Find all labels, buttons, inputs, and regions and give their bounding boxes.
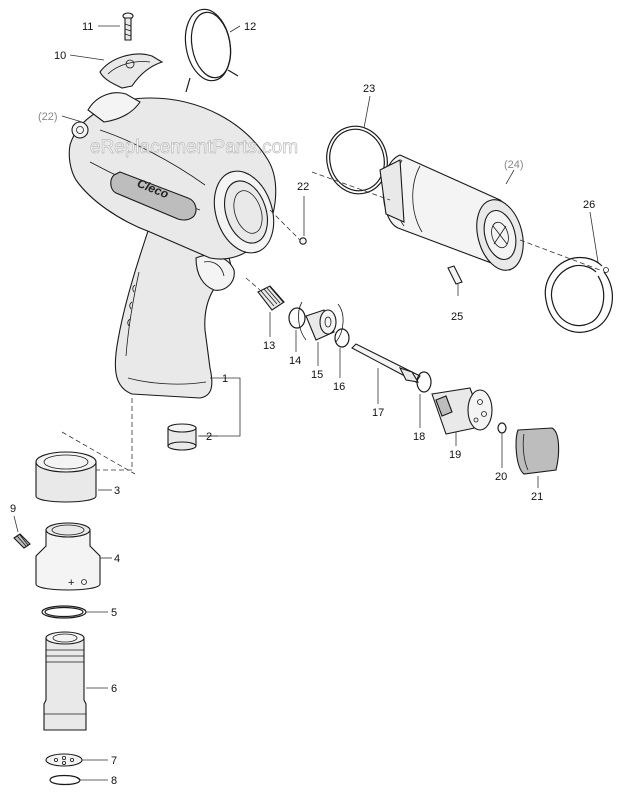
assembly-axis-lines — [61, 171, 601, 475]
part-15-valve — [298, 301, 344, 343]
callout-22-ref: (22) — [38, 111, 58, 123]
part-5-o-ring — [41, 605, 87, 619]
part-11-screw — [122, 12, 134, 41]
callout-4: 4 — [114, 553, 120, 565]
part-6-spindle — [43, 631, 87, 731]
part-13-spring — [257, 285, 285, 311]
part-26-snap-ring — [544, 256, 613, 333]
part-10-clip — [99, 53, 164, 89]
callout-11: 11 — [82, 21, 93, 33]
part-16-o-ring — [334, 328, 350, 348]
svg-text:+: + — [68, 577, 74, 589]
part-18-o-ring — [416, 371, 432, 393]
part-24-motor-cylinder — [379, 154, 524, 271]
callout-19: 19 — [449, 449, 461, 461]
callout-5: 5 — [111, 607, 117, 619]
part-7-retainer — [45, 753, 83, 767]
callout-25: 25 — [451, 311, 463, 323]
part-17-valve-stem — [351, 343, 421, 383]
leader-lines — [13, 25, 599, 781]
callout-1: 1 — [222, 373, 228, 385]
callout-labels: 11 10 12 (22) 22 23 (24) 26 25 13 14 15 … — [10, 21, 595, 787]
callout-9: 9 — [10, 503, 16, 515]
callout-3: 3 — [114, 485, 120, 497]
callout-7: 7 — [111, 755, 117, 767]
callout-13: 13 — [263, 340, 275, 352]
part-12-wire-spring — [184, 8, 239, 93]
callout-17: 17 — [372, 407, 384, 419]
callout-6: 6 — [111, 683, 117, 695]
part-20-small-seal — [497, 422, 507, 434]
callout-21: 21 — [531, 491, 543, 503]
part-8-snap-ring — [49, 774, 81, 786]
callout-14: 14 — [289, 355, 301, 367]
tool-housing: Cleco — [68, 92, 277, 399]
callout-12: 12 — [244, 21, 256, 33]
callout-24-ref: (24) — [504, 159, 524, 171]
callout-23: 23 — [363, 83, 375, 95]
callout-15: 15 — [311, 369, 323, 381]
callout-26: 26 — [583, 199, 595, 211]
callout-8: 8 — [111, 775, 117, 787]
callout-2: 2 — [206, 431, 212, 443]
part-14-o-ring — [288, 307, 306, 329]
callout-10: 10 — [54, 50, 66, 62]
callout-18: 18 — [413, 431, 425, 443]
part-25-pin — [447, 265, 463, 285]
part-23-o-ring — [326, 125, 388, 195]
part-4-adapter: + — [35, 522, 101, 591]
part-21-trigger-button — [515, 427, 560, 475]
part-19-throttle-valve — [431, 387, 493, 435]
part-9-set-screw — [13, 533, 31, 549]
callout-20: 20 — [495, 471, 507, 483]
part-2-plug — [167, 423, 197, 451]
callout-22: 22 — [297, 181, 309, 193]
callout-16: 16 — [333, 381, 345, 393]
part-3-collar — [35, 451, 97, 503]
part-22-ball — [299, 237, 307, 245]
watermark-text: eReplacementParts.com — [90, 137, 298, 158]
